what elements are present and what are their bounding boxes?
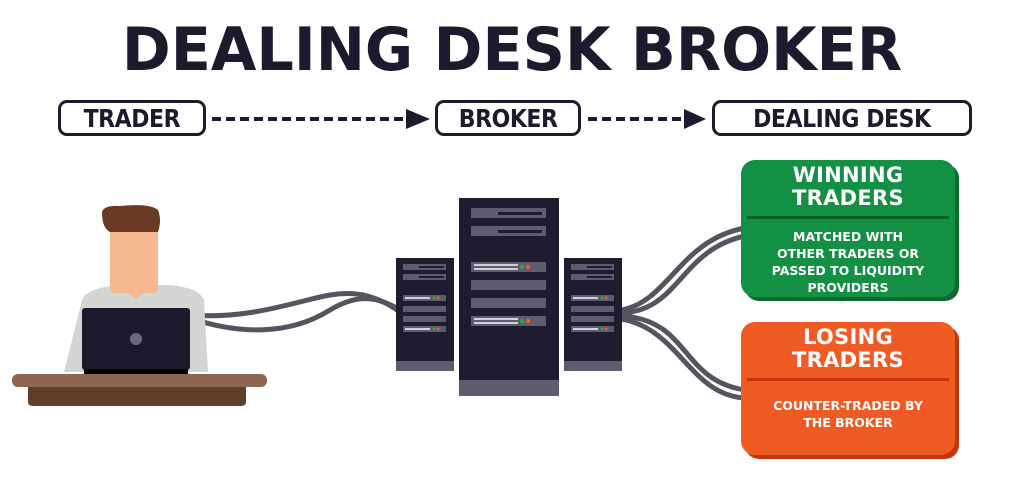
flow-step-dealing-desk: DEALING DESK	[712, 100, 972, 136]
card-description-line: MATCHED WITH	[793, 229, 903, 244]
card-heading: WINNING TRADERS	[741, 160, 955, 210]
winning-traders-card: WINNING TRADERS MATCHED WITH OTHER TRADE…	[741, 160, 955, 297]
cable-icon	[619, 225, 748, 401]
card-description-line: THE BROKER	[803, 415, 893, 430]
dashed-arrow-icon	[588, 109, 706, 129]
card-description: COUNTER-TRADED BY THE BROKER	[741, 381, 955, 431]
card-divider	[747, 378, 949, 381]
trader-person-icon	[64, 205, 208, 374]
page-title: DEALING DESK BROKER	[121, 15, 903, 85]
losing-traders-card: LOSING TRADERS COUNTER-TRADED BY THE BRO…	[741, 322, 955, 455]
flow-step-label: DEALING DESK	[753, 103, 931, 133]
card-description-line: PASSED TO LIQUIDITY	[771, 263, 925, 278]
flow-step-trader: TRADER	[58, 100, 206, 136]
card-description-line: COUNTER-TRADED BY	[773, 398, 923, 413]
flow-step-label: BROKER	[458, 103, 558, 133]
card-heading-line: TRADERS	[792, 348, 904, 372]
flow-step-label: TRADER	[83, 103, 181, 133]
card-description-line: OTHER TRADERS OR	[776, 246, 920, 261]
server-left-icon	[396, 258, 454, 371]
card-heading-line: TRADERS	[792, 186, 904, 210]
desk-icon	[12, 374, 267, 406]
card-description-line: PROVIDERS	[807, 280, 889, 295]
card-heading: LOSING TRADERS	[741, 322, 955, 372]
card-heading-line: WINNING	[792, 163, 904, 187]
card-divider	[747, 216, 949, 219]
server-center-icon	[459, 198, 559, 396]
card-description: MATCHED WITH OTHER TRADERS OR PASSED TO …	[741, 219, 955, 296]
cable-icon	[187, 291, 403, 333]
card-heading-line: LOSING	[802, 325, 894, 349]
server-right-icon	[564, 258, 622, 371]
dashed-arrow-icon	[212, 109, 430, 129]
flow-step-broker: BROKER	[435, 100, 581, 136]
